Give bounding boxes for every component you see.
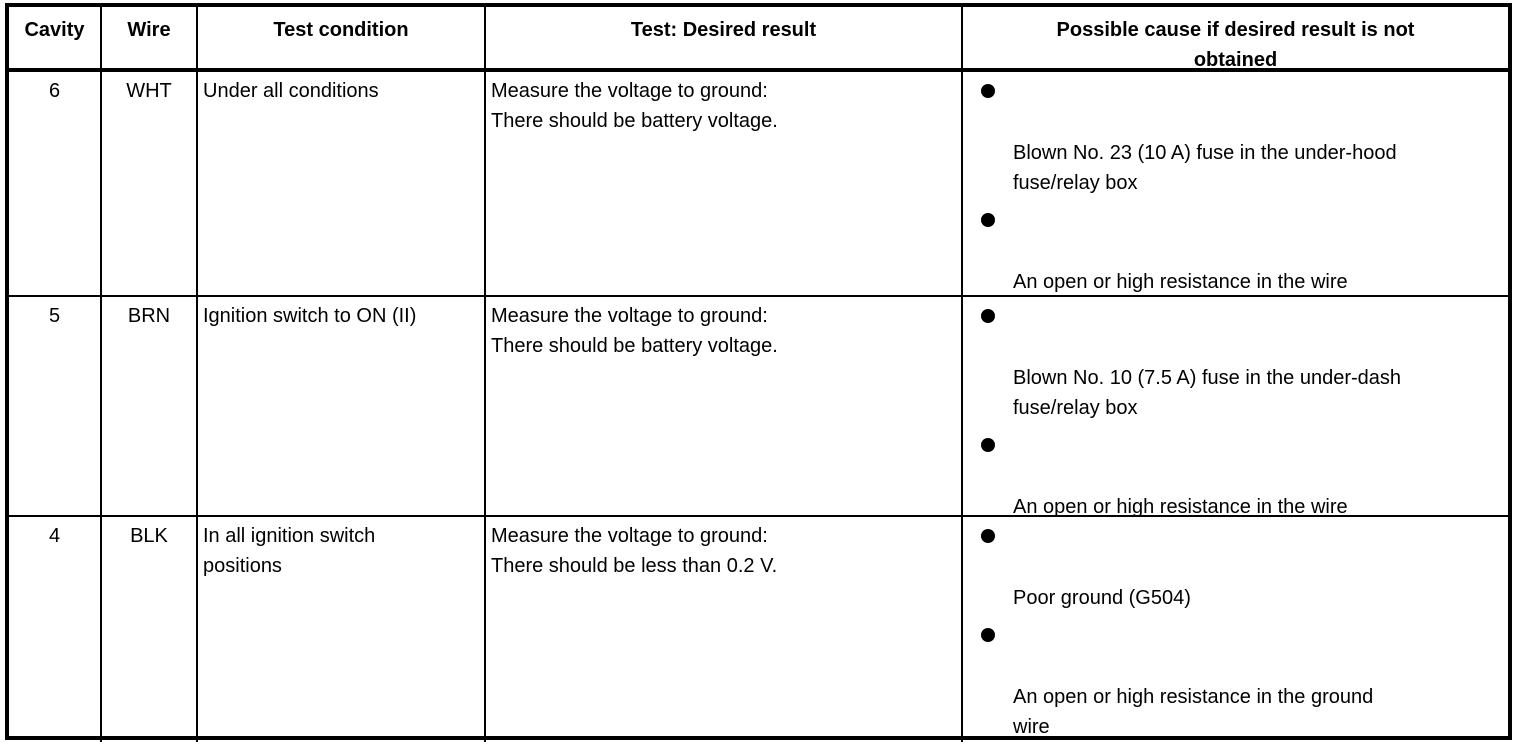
cause-item: Blown No. 23 (10 A) fuse in the under-ho… bbox=[981, 84, 1502, 198]
cause-text: An open or high resistance in the wire bbox=[1013, 271, 1348, 293]
cell-possible-cause: Blown No. 23 (10 A) fuse in the under-ho… bbox=[963, 72, 1508, 297]
header-wire: Wire bbox=[102, 7, 198, 72]
cause-text: An open or high resistance in the ground… bbox=[1013, 686, 1374, 738]
cell-test-result: Measure the voltage to ground: There sho… bbox=[486, 517, 963, 742]
cause-item: Poor ground (G504) bbox=[981, 529, 1502, 613]
cause-text: Blown No. 10 (7.5 A) fuse in the under-d… bbox=[1013, 367, 1402, 419]
cell-possible-cause: Poor ground (G504) An open or high resis… bbox=[963, 517, 1508, 742]
bullet-icon bbox=[981, 309, 995, 323]
bullet-icon bbox=[981, 84, 995, 98]
header-possible-cause: Possible cause if desired result is not … bbox=[963, 7, 1508, 72]
cell-wire: BLK bbox=[102, 517, 198, 742]
bullet-icon bbox=[981, 628, 995, 642]
cause-text: An open or high resistance in the wire bbox=[1013, 496, 1348, 518]
cause-text: Poor ground (G504) bbox=[1013, 587, 1191, 609]
header-test-desired-result: Test: Desired result bbox=[486, 7, 963, 72]
cell-possible-cause: Blown No. 10 (7.5 A) fuse in the under-d… bbox=[963, 297, 1508, 518]
bullet-icon bbox=[981, 213, 995, 227]
cell-wire: WHT bbox=[102, 72, 198, 297]
cell-wire: BRN bbox=[102, 297, 198, 517]
cell-test-condition: Ignition switch to ON (II) bbox=[198, 297, 486, 517]
cell-test-condition: Under all conditions bbox=[198, 72, 486, 297]
cavity-test-table: Cavity Wire Test condition Test: Desired… bbox=[5, 3, 1512, 742]
bullet-icon bbox=[981, 529, 995, 543]
cause-text: Blown No. 23 (10 A) fuse in the under-ho… bbox=[1013, 142, 1397, 194]
cell-test-condition: In all ignition switch positions bbox=[198, 517, 486, 742]
cell-cavity: 4 bbox=[9, 517, 102, 742]
bullet-icon bbox=[981, 438, 995, 452]
cause-item: Blown No. 10 (7.5 A) fuse in the under-d… bbox=[981, 309, 1502, 423]
cell-test-result: Measure the voltage to ground: There sho… bbox=[486, 72, 963, 297]
cell-cavity: 6 bbox=[9, 72, 102, 297]
cause-item: An open or high resistance in the wire bbox=[981, 438, 1502, 522]
cause-item: An open or high resistance in the ground… bbox=[981, 628, 1502, 742]
cell-cavity: 5 bbox=[9, 297, 102, 517]
cell-test-result: Measure the voltage to ground: There sho… bbox=[486, 297, 963, 517]
header-cavity: Cavity bbox=[9, 7, 102, 72]
cause-item: An open or high resistance in the wire bbox=[981, 213, 1502, 297]
header-test-condition: Test condition bbox=[198, 7, 486, 72]
